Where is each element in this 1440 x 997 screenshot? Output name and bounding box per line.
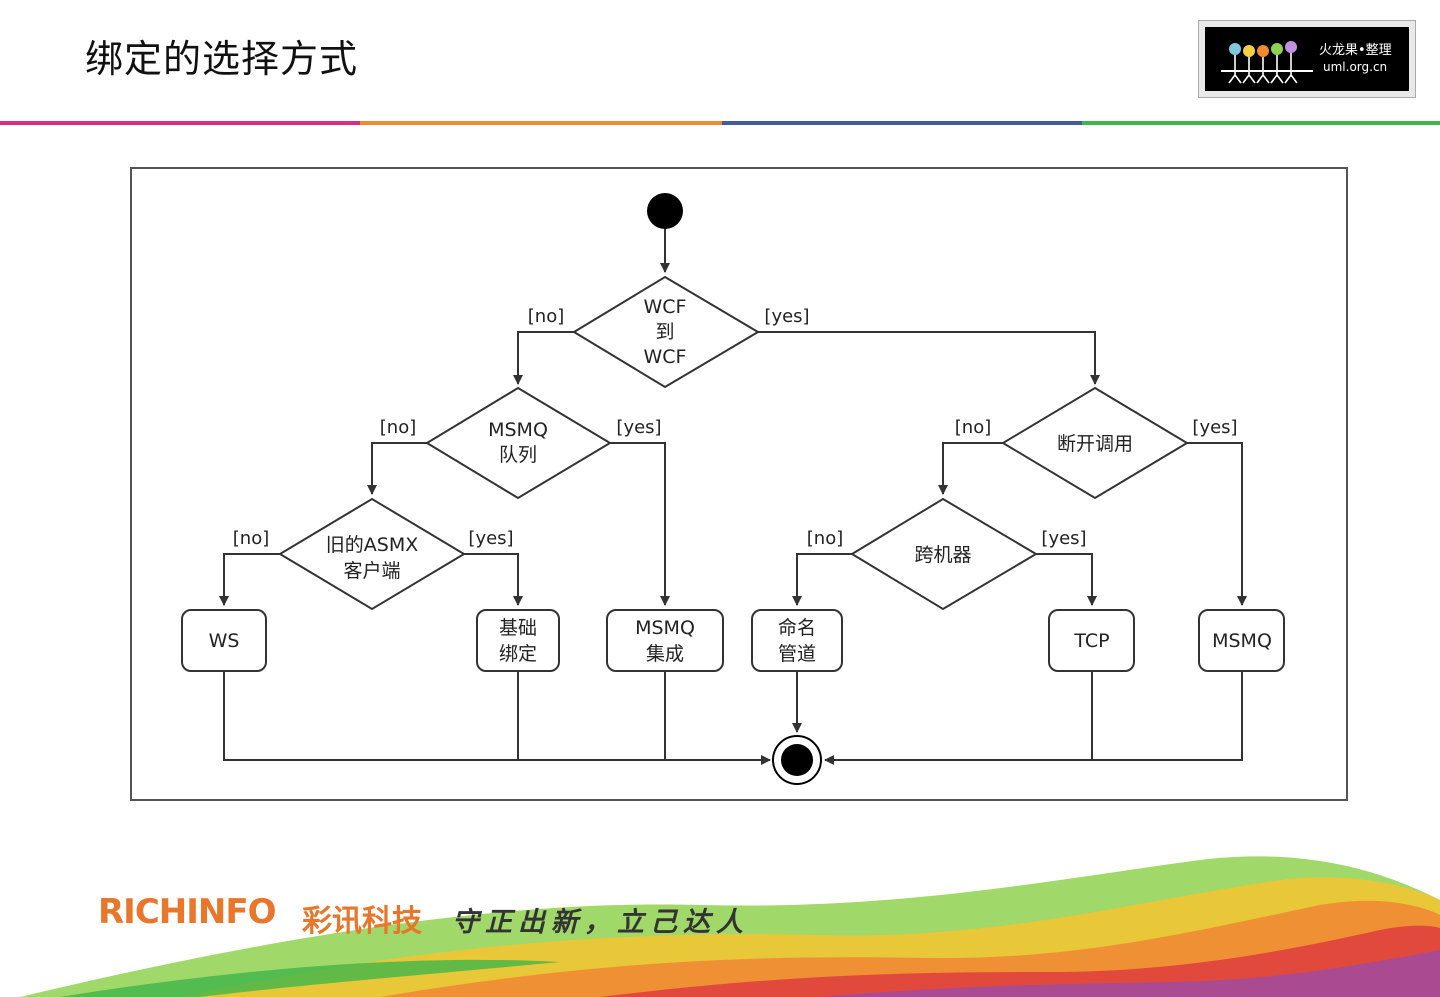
asmx-label-1: 旧的ASMX xyxy=(326,534,418,556)
disconnected-label: 断开调用 xyxy=(1057,433,1133,455)
slide-title: 绑定的选择方式 xyxy=(85,37,359,81)
basic-label-1: 基础 xyxy=(499,617,537,639)
action-basic xyxy=(476,609,560,672)
edge-left-merge xyxy=(223,671,771,765)
edge-disconnect-no xyxy=(938,442,1003,495)
msmq-queue-label-1: MSMQ xyxy=(488,419,548,441)
guard-asmx-no: [no] xyxy=(233,528,269,549)
edge-msmq-no xyxy=(367,442,427,495)
edge-cross-yes xyxy=(1036,553,1097,606)
guard-cross-yes: [yes] xyxy=(1041,528,1086,549)
decision-msmq-queue xyxy=(425,386,612,500)
header-rule-blue xyxy=(722,121,1082,125)
action-ws xyxy=(181,609,267,672)
msmq-queue-label-2: 队列 xyxy=(499,444,537,466)
decision-asmx xyxy=(278,497,466,611)
logo-text: 火龙果•整理 xyxy=(1319,43,1392,58)
wcf-label-2: 到 xyxy=(655,321,674,343)
cross-machine-label: 跨机器 xyxy=(914,544,971,566)
footer-brand-logo: RICHINFO xyxy=(98,892,276,932)
decision-wcf xyxy=(572,275,760,389)
edge-wcf-no xyxy=(513,331,574,385)
end-node-core xyxy=(781,744,813,776)
named-pipe-label-1: 命名 xyxy=(778,617,816,639)
guard-cross-no: [no] xyxy=(807,528,843,549)
guard-disconnect-yes: [yes] xyxy=(1192,417,1237,438)
basic-label-2: 绑定 xyxy=(499,643,537,665)
edge-right-merge xyxy=(824,671,1243,765)
edge-cross-no xyxy=(792,553,852,606)
decision-cross-machine xyxy=(850,497,1038,611)
guard-wcf-yes: [yes] xyxy=(764,306,809,327)
ws-label: WS xyxy=(209,630,240,652)
guard-msmq-no: [no] xyxy=(380,417,416,438)
edge-disconnect-yes xyxy=(1187,442,1247,606)
msmq-label: MSMQ xyxy=(1212,630,1272,652)
action-msmq xyxy=(1198,609,1285,672)
footer-wave-decoration xyxy=(20,856,1440,997)
diagram-frame xyxy=(130,167,1348,801)
edge-wcf-yes xyxy=(758,331,1100,385)
header-rule-green xyxy=(1082,121,1440,125)
footer-slogan: 守正出新，立己达人 xyxy=(452,907,749,938)
logo-figures-icon xyxy=(1221,41,1313,84)
logo-url: uml.org.cn xyxy=(1323,60,1388,74)
footer-brand-cn: 彩讯科技 xyxy=(302,904,422,939)
named-pipe-label-2: 管道 xyxy=(778,643,816,665)
edge-msmq-yes xyxy=(610,442,670,606)
action-tcp xyxy=(1048,609,1135,672)
wcf-label-3: WCF xyxy=(644,346,687,368)
header-rule-orange xyxy=(360,121,722,125)
tcp-label: TCP xyxy=(1073,630,1109,652)
action-msmq-integration xyxy=(606,609,724,672)
msmq-integration-label-1: MSMQ xyxy=(635,617,695,639)
guard-asmx-yes: [yes] xyxy=(468,528,513,549)
decision-disconnected xyxy=(1001,386,1189,500)
wcf-label-1: WCF xyxy=(644,296,687,318)
start-node xyxy=(647,193,683,229)
guard-msmq-yes: [yes] xyxy=(616,417,661,438)
guard-disconnect-no: [no] xyxy=(955,417,991,438)
msmq-integration-label-2: 集成 xyxy=(646,643,684,665)
asmx-label-2: 客户端 xyxy=(343,560,400,582)
action-named-pipe xyxy=(751,609,843,672)
uml-logo: 火龙果•整理 uml.org.cn xyxy=(1198,20,1416,98)
edge-asmx-yes xyxy=(464,553,523,606)
header-rule-pink xyxy=(0,121,360,125)
edge-asmx-no xyxy=(219,553,280,606)
guard-wcf-no: [no] xyxy=(528,306,564,327)
